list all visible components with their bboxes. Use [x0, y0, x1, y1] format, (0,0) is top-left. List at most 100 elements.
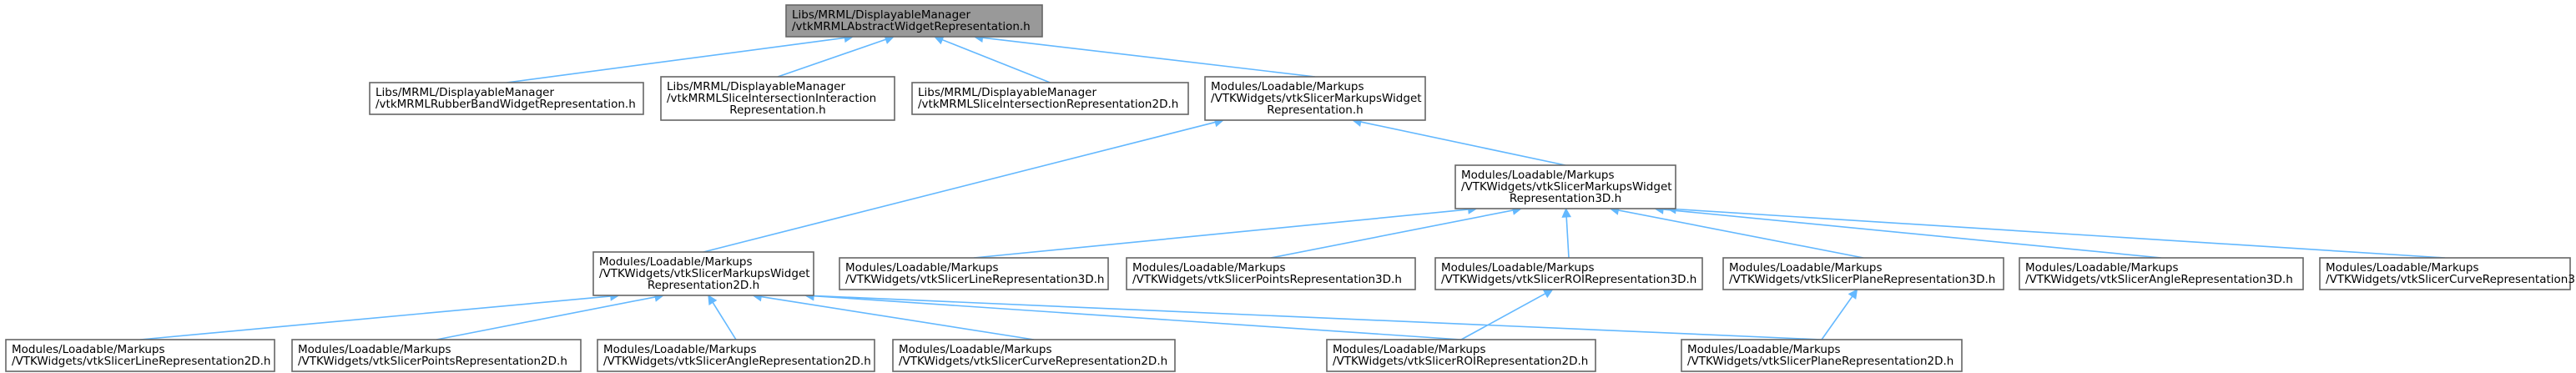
node-line3d[interactable]: Modules/Loadable/Markups/VTKWidgets/vtkS…: [839, 257, 1109, 290]
node-label-line: /VTKWidgets/vtkSlicerMarkupsWidget: [599, 267, 810, 280]
edge-sliceint2d-to-root: [933, 35, 1051, 83]
node-box: [2019, 257, 2304, 290]
node-plane3d[interactable]: Modules/Loadable/Markups/VTKWidgets/vtkS…: [1722, 257, 2004, 290]
node-label-line: /vtkMRMLAbstractWidgetRepresentation.h: [792, 20, 1031, 33]
node-box: [5, 339, 275, 372]
edge-line: [1270, 209, 1514, 259]
node-label-line: Modules/Loadable/Markups: [1132, 261, 1286, 275]
edges-layer: [139, 33, 2446, 340]
node-label-line: /vtkMRMLSliceIntersectionRepresentation2…: [918, 98, 1178, 111]
node-label-line: Modules/Loadable/Markups: [1211, 80, 1364, 93]
node-curve2d[interactable]: Modules/Loadable/Markups/VTKWidgets/vtkS…: [892, 339, 1176, 372]
node-label-line: /VTKWidgets/vtkSlicerAngleRepresentation…: [2025, 273, 2293, 286]
node-line2d[interactable]: Modules/Loadable/Markups/VTKWidgets/vtkS…: [5, 339, 275, 372]
node-box: [1681, 339, 1963, 372]
edge-line2d-to-markups2d: [139, 291, 620, 340]
node-roi2d[interactable]: Modules/Loadable/Markups/VTKWidgets/vtkS…: [1326, 339, 1596, 372]
edge-arrowhead: [1848, 289, 1858, 300]
node-sliceint[interactable]: Libs/MRML/DisplayableManager/vtkMRMLSlic…: [660, 76, 895, 121]
edge-line: [1662, 209, 2162, 259]
node-points2d[interactable]: Modules/Loadable/Markups/VTKWidgets/vtkS…: [291, 339, 582, 372]
node-angle2d[interactable]: Modules/Loadable/Markups/VTKWidgets/vtkS…: [597, 339, 875, 372]
node-label-line: Modules/Loadable/Markups: [1333, 343, 1486, 356]
edge-line: [761, 295, 1035, 340]
node-label-line: /VTKWidgets/vtkSlicerAngleRepresentation…: [603, 355, 871, 368]
node-label-line: Modules/Loadable/Markups: [1729, 261, 1883, 275]
node-box: [785, 4, 1043, 38]
edge-arrowhead: [1561, 207, 1572, 218]
edge-points2d-to-markups2d: [436, 292, 665, 340]
edge-line: [712, 302, 737, 340]
node-label-line: Modules/Loadable/Markups: [845, 261, 999, 275]
node-sliceint2d[interactable]: Libs/MRML/DisplayableManager/vtkMRMLSlic…: [911, 82, 1189, 115]
edge-plane3d-to-markups3d: [1609, 205, 1864, 259]
node-box: [911, 82, 1189, 115]
node-box: [660, 76, 895, 121]
node-markups2d[interactable]: Modules/Loadable/Markups/VTKWidgets/vtkS…: [592, 251, 814, 296]
edge-line: [982, 37, 1316, 78]
node-rubberband[interactable]: Libs/MRML/DisplayableManager/vtkMRMLRubb…: [369, 82, 644, 115]
edge-roi2d-to-roi3d: [1460, 289, 1554, 340]
node-plane2d[interactable]: Modules/Loadable/Markups/VTKWidgets/vtkS…: [1681, 339, 1963, 372]
edge-line: [813, 295, 1462, 340]
edge-line: [506, 37, 845, 83]
node-label-line: Representation2D.h: [648, 279, 759, 292]
node-label-line: /vtkMRMLRubberBandWidgetRepresentation.h: [376, 98, 636, 111]
node-box: [592, 251, 814, 296]
node-label-line: Modules/Loadable/Markups: [298, 343, 451, 356]
edge-angle2d-to-markups2d: [708, 295, 737, 340]
node-box: [892, 339, 1176, 372]
node-label-line: Representation3D.h: [1510, 192, 1621, 205]
edge-roi2d-to-markups2d: [804, 290, 1462, 340]
node-label-line: Modules/Loadable/Markups: [1461, 169, 1615, 182]
node-root[interactable]: Libs/MRML/DisplayableManager/vtkMRMLAbst…: [785, 4, 1043, 38]
node-roi3d[interactable]: Modules/Loadable/Markups/VTKWidgets/vtkS…: [1434, 257, 1703, 290]
nodes-layer: Libs/MRML/DisplayableManager/vtkMRMLAbst…: [5, 4, 2576, 372]
edge-line: [813, 295, 1822, 340]
edge-markupsrep-to-root: [973, 33, 1316, 78]
node-box: [1722, 257, 2004, 290]
edge-line: [1360, 121, 1566, 166]
edge-line: [703, 121, 1216, 253]
edge-markups2d-to-markupsrep: [703, 117, 1225, 253]
node-label-line: /VTKWidgets/vtkSlicerPlaneRepresentation…: [1687, 355, 1953, 368]
edge-curve3d-to-markups3d: [1666, 204, 2446, 259]
node-label-line: /VTKWidgets/vtkSlicerPlaneRepresentation…: [1729, 273, 1995, 286]
edge-roi3d-to-markups3d: [1561, 207, 1572, 259]
node-label-line: /VTKWidgets/vtkSlicerCurveRepresentation…: [2326, 273, 2576, 286]
edge-plane2d-to-markups2d: [804, 290, 1822, 340]
node-label-line: /VTKWidgets/vtkSlicerMarkupsWidget: [1461, 180, 1672, 194]
node-label-line: /VTKWidgets/vtkSlicerPointsRepresentatio…: [298, 355, 567, 368]
node-points3d[interactable]: Modules/Loadable/Markups/VTKWidgets/vtkS…: [1126, 257, 1416, 290]
node-label-line: Libs/MRML/DisplayableManager: [792, 8, 970, 22]
node-box: [1326, 339, 1596, 372]
edge-line: [1618, 209, 1864, 259]
node-box: [839, 257, 1109, 290]
node-label-line: Modules/Loadable/Markups: [1687, 343, 1841, 356]
node-box: [291, 339, 582, 372]
edge-line: [139, 295, 611, 340]
node-angle3d[interactable]: Modules/Loadable/Markups/VTKWidgets/vtkS…: [2019, 257, 2304, 290]
node-curve3d[interactable]: Modules/Loadable/Markups/VTKWidgets/vtkS…: [2319, 257, 2576, 290]
edge-points3d-to-markups3d: [1270, 205, 1523, 259]
node-label-line: /VTKWidgets/vtkSlicerCurveRepresentation…: [899, 355, 1167, 368]
node-label-line: Modules/Loadable/Markups: [899, 343, 1052, 356]
node-label-line: /VTKWidgets/vtkSlicerPointsRepresentatio…: [1132, 273, 1402, 286]
node-label-line: Libs/MRML/DisplayableManager: [918, 86, 1096, 99]
edge-line: [1675, 208, 2446, 259]
edge-line: [436, 296, 656, 340]
node-label-line: Modules/Loadable/Markups: [603, 343, 757, 356]
node-label-line: Modules/Loadable/Markups: [1441, 261, 1595, 275]
node-box: [597, 339, 875, 372]
edge-line: [941, 38, 1051, 83]
node-label-line: Libs/MRML/DisplayableManager: [667, 80, 845, 93]
edge-line: [1460, 293, 1546, 340]
node-label-line: Modules/Loadable/Markups: [599, 255, 753, 269]
node-markupsrep[interactable]: Modules/Loadable/Markups/VTKWidgets/vtkS…: [1204, 76, 1426, 121]
node-box: [1434, 257, 1703, 290]
edge-rubberband-to-root: [506, 33, 854, 83]
edge-line: [1565, 216, 1570, 259]
node-markups3d[interactable]: Modules/Loadable/Markups/VTKWidgets/vtkS…: [1454, 164, 1676, 209]
edge-plane2d-to-plane3d: [1821, 289, 1858, 340]
